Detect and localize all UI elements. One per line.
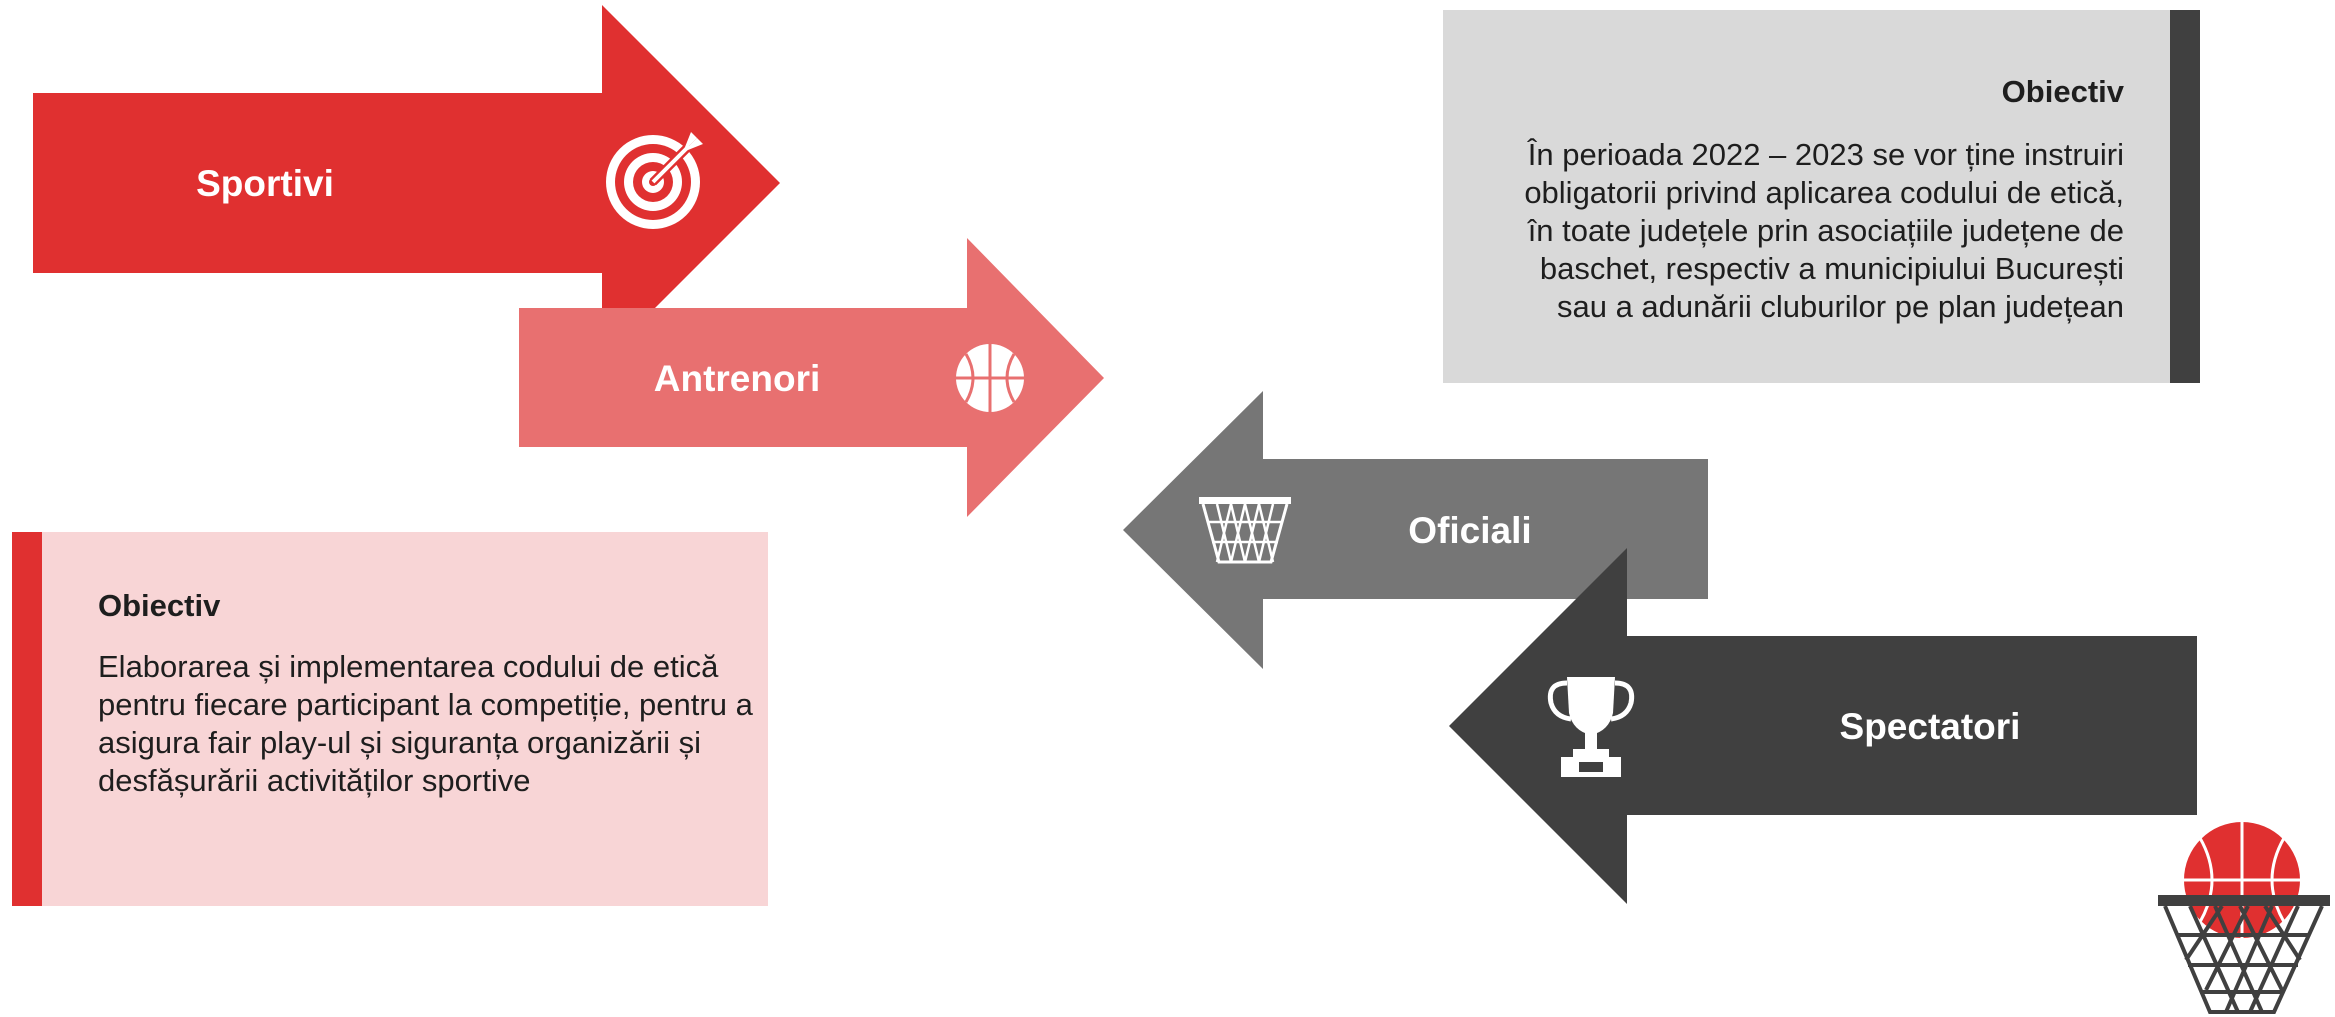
arrow-oficiali-label: Oficiali	[1408, 510, 1531, 551]
arrow-spectatori: Spectatori	[1449, 548, 2197, 904]
arrow-spectatori-shape	[1449, 548, 2197, 904]
target-icon	[606, 132, 703, 229]
objective-right-title: Obiectiv	[2001, 74, 2124, 109]
ball-in-hoop-icon	[2158, 822, 2330, 1014]
trophy-icon	[1547, 677, 1635, 777]
arrow-sportivi-label: Sportivi	[196, 163, 334, 204]
arrow-antrenori: Antrenori	[519, 238, 1104, 517]
arrow-spectatori-label: Spectatori	[1840, 706, 2021, 747]
basketball-net-icon	[1199, 497, 1291, 564]
objective-box-right: Obiectiv În perioada 2022 – 2023 se vor …	[1443, 10, 2200, 383]
basketball-icon	[956, 344, 1024, 412]
arrow-oficiali-shape	[1123, 391, 1708, 669]
objective-left-title: Obiectiv	[98, 588, 221, 623]
objective-left-text: Elaborarea și implementarea codului de e…	[98, 649, 753, 798]
objective-right-text: În perioada 2022 – 2023 se vor ține inst…	[1524, 137, 2124, 324]
arrow-antrenori-shape	[519, 238, 1104, 517]
arrow-antrenori-label: Antrenori	[654, 358, 821, 399]
arrow-sportivi-shape	[33, 5, 780, 361]
objective-box-left: Obiectiv Elaborarea și implementarea cod…	[12, 532, 768, 906]
arrow-oficiali: Oficiali	[1123, 391, 1708, 669]
arrow-sportivi: Sportivi	[33, 5, 780, 361]
